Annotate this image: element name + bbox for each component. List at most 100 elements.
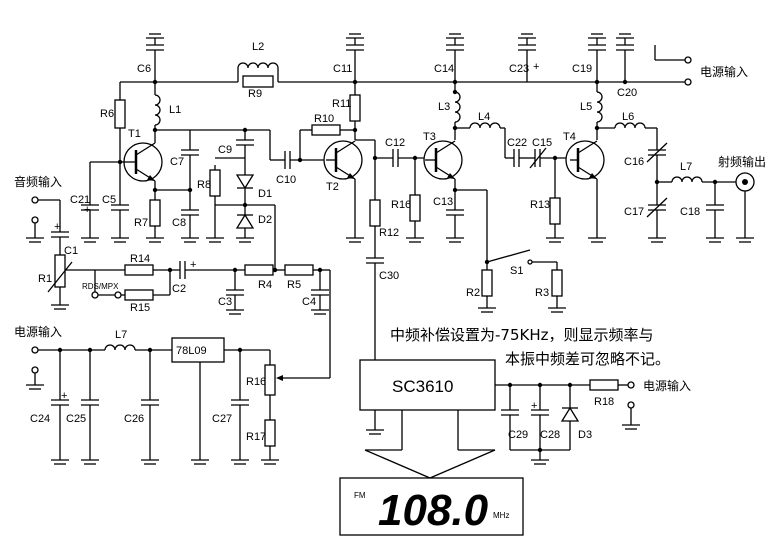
note-line-2: 本振中频差可忽略不记。 — [505, 350, 670, 368]
ref-c16: C16 — [624, 156, 644, 168]
polarity-c23: + — [533, 61, 539, 73]
ref-c2: C2 — [172, 283, 186, 295]
power-input-left-label: 电源输入 — [14, 324, 62, 339]
cap-c1 — [51, 231, 69, 255]
ref-t1: T1 — [128, 128, 141, 140]
polarity-c1: + — [54, 221, 60, 233]
resistor-r18 — [589, 379, 635, 391]
diode-d3 — [560, 385, 580, 450]
lcd-frequency-value: 108.0 — [378, 486, 489, 535]
switch-s1 — [486, 249, 531, 263]
transistor-t2 — [323, 140, 363, 180]
inductor-l7-supply — [104, 344, 172, 351]
ref-r2: R2 — [466, 287, 480, 299]
ref-c22: C22 — [507, 137, 527, 149]
ref-c24: C24 — [30, 413, 50, 425]
ref-d3: D3 — [578, 429, 592, 441]
cap-c20 — [616, 33, 634, 85]
inductor-l1 — [154, 82, 161, 140]
resistor-r7 — [146, 190, 164, 243]
ref-c7: C7 — [170, 156, 184, 168]
power-input-top-label: 电源输入 — [700, 64, 748, 79]
ref-r16-bottom: R16 — [246, 376, 266, 388]
inductor-l2 — [237, 62, 279, 88]
right-power-ground — [622, 401, 640, 430]
ref-c30: C30 — [379, 270, 399, 282]
resistor-r17 — [261, 419, 279, 465]
cap-c15-trimmer — [529, 147, 570, 169]
ref-c10: C10 — [276, 174, 296, 186]
cap-c28 — [531, 385, 549, 450]
polarity-c21: + — [84, 204, 90, 216]
resistor-r15 — [114, 270, 171, 301]
ref-t4: T4 — [563, 131, 576, 143]
ref-c9: C9 — [218, 144, 232, 156]
ref-r6: R6 — [100, 108, 114, 120]
ic-sc3610 — [359, 359, 590, 450]
ref-c1: C1 — [64, 245, 78, 257]
cap-c16-trimmer — [646, 142, 668, 182]
diode-d1 — [235, 174, 255, 205]
ref-r8: R8 — [197, 179, 211, 191]
regulator-78l09 — [171, 337, 270, 465]
rf-output-connector — [735, 172, 755, 243]
cap-c4 — [311, 270, 329, 315]
ref-l7-out: L7 — [680, 161, 692, 173]
cap-c19 — [588, 33, 606, 85]
ref-r5: R5 — [287, 279, 301, 291]
inductor-l6 — [597, 122, 658, 150]
cap-c24 — [51, 350, 69, 465]
ic-label: SC3610 — [392, 377, 453, 396]
ref-c11: C11 — [333, 63, 352, 75]
cap-c8 — [181, 190, 199, 243]
ref-c12: C12 — [385, 137, 405, 149]
ref-r12: R12 — [379, 227, 399, 239]
rds-label: RDS/MPX — [82, 282, 119, 291]
ref-d2: D2 — [258, 214, 272, 226]
cap-c7 — [181, 149, 199, 190]
ref-c13: C13 — [433, 196, 453, 208]
resistor-r8 — [206, 169, 224, 243]
polarity-c28: + — [531, 400, 537, 412]
cap-c14 — [446, 33, 464, 85]
ref-r7: R7 — [134, 217, 148, 229]
left-power-input — [26, 346, 105, 390]
cap-c23 — [518, 33, 536, 82]
note-line-1: 中频补偿设置为-75KHz，则显示频率与 — [390, 326, 654, 344]
display-connector — [364, 449, 496, 479]
resistor-r5 — [284, 264, 320, 276]
ref-c15: C15 — [532, 137, 552, 149]
ref-c14: C14 — [434, 63, 454, 75]
ref-r4: R4 — [258, 279, 272, 291]
potentiometer-r1 — [47, 254, 95, 310]
ref-c28: C28 — [540, 429, 560, 441]
cap-c11 — [346, 33, 364, 85]
resistor-r4 — [244, 264, 285, 276]
inductor-l7-out — [657, 176, 745, 183]
cap-c22 — [505, 149, 535, 167]
resistor-r3 — [548, 262, 566, 313]
lcd-unit-fm: FM — [354, 491, 366, 500]
audio-input-label: 音频输入 — [14, 174, 62, 189]
lcd-frequency-display — [339, 477, 524, 536]
polarity-c24: + — [61, 390, 67, 402]
ref-r10: R10 — [314, 113, 334, 125]
cap-c6 — [146, 33, 164, 85]
cap-c26 — [141, 350, 159, 465]
transistor-t1 — [120, 140, 163, 182]
transistor-t3 — [423, 140, 463, 180]
resistor-r16-top — [406, 158, 424, 243]
inductor-l4 — [455, 122, 506, 158]
cap-c13 — [446, 190, 464, 243]
ref-s1: S1 — [510, 265, 523, 277]
cap-c17-trimmer — [646, 182, 668, 243]
ref-l5: L5 — [580, 101, 592, 113]
ref-c17: C17 — [624, 206, 644, 218]
potentiometer-r16 — [264, 350, 283, 420]
rds-input — [91, 291, 115, 299]
ref-c26: C26 — [124, 413, 144, 425]
inductor-l5 — [596, 91, 603, 140]
cap-c12 — [392, 149, 425, 167]
